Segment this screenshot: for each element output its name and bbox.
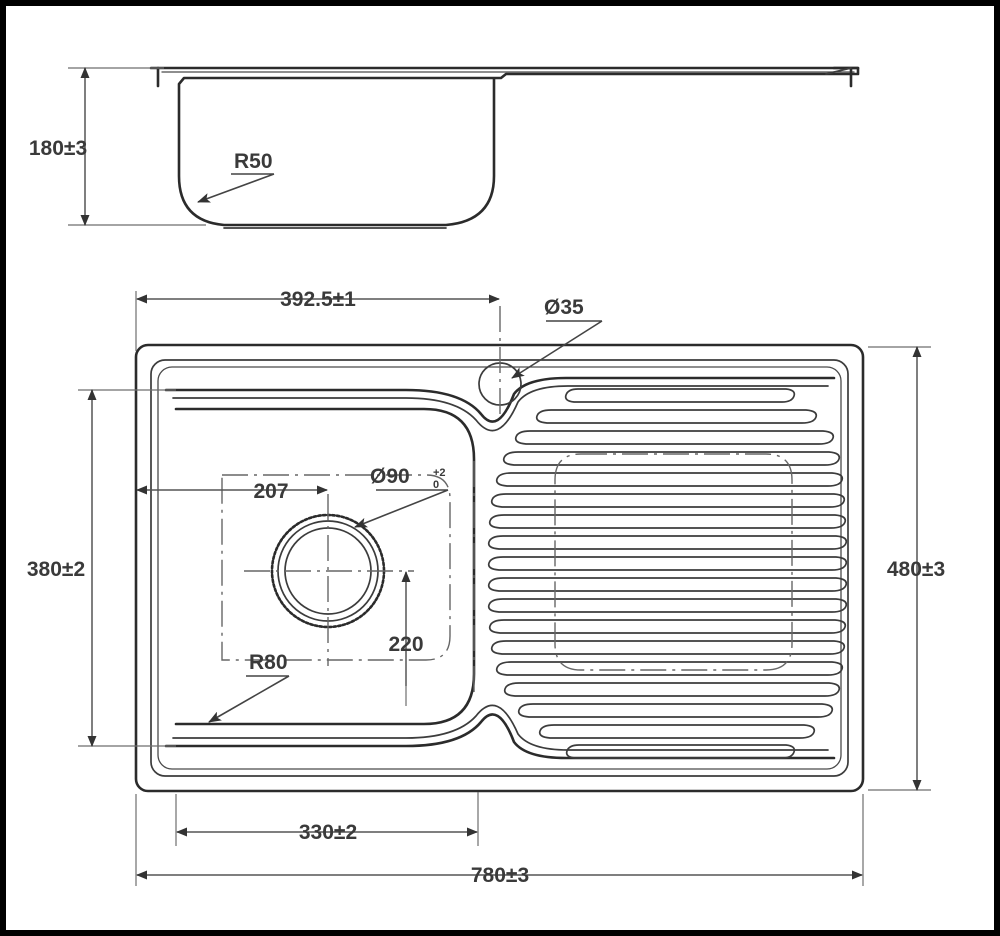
tap-hole-diameter-label: Ø35 (544, 296, 584, 319)
dimension-bowl-height-label: 380±2 (27, 558, 85, 581)
plan-view: 392.5±1 Ø35 380±2 207 Ø90 (27, 288, 945, 887)
leader-tap-hole-d35: Ø35 (512, 296, 603, 378)
plan-outer-frame (134, 343, 865, 793)
radius-r50-label: R50 (234, 150, 273, 173)
section-rim-right (825, 66, 860, 88)
dimension-depth-180: 180±3 (29, 67, 206, 226)
dimension-bowl-width-label: 330±2 (299, 821, 357, 844)
sink-technical-drawing: 180±3 R50 (27, 66, 945, 887)
leader-r80: R80 (209, 651, 290, 722)
dimension-drain-offset-207: 207 (136, 480, 328, 503)
dimension-tap-offset-label: 392.5±1 (280, 288, 356, 311)
drainboard-inner-hidden (554, 453, 793, 671)
plan-bowl-base-hidden (221, 474, 451, 661)
dimension-drain-offset-label: 207 (253, 480, 288, 503)
dimension-overall-width-label: 780±3 (471, 864, 529, 887)
dimension-overall-width-780: 780±3 (135, 794, 864, 887)
dimension-overall-height-480: 480±3 (868, 346, 945, 791)
plan-bowl-drainboard-boundary (164, 376, 836, 760)
drain-diameter-lower-tolerance: 0 (433, 479, 439, 491)
section-rim-left (149, 66, 160, 88)
dimension-bowl-height-380: 380±2 (27, 389, 176, 747)
plan-bowl-cavity (174, 407, 476, 726)
dimension-drain-bottom-label: 220 (388, 633, 423, 656)
leader-r50: R50 (198, 150, 275, 202)
leader-drain-d90: Ø90 +2 0 (355, 465, 449, 527)
dimension-overall-height-label: 480±3 (887, 558, 945, 581)
dimension-tap-offset-392: 392.5±1 (135, 288, 500, 351)
tap-hole (478, 306, 522, 420)
radius-r80-label: R80 (249, 651, 288, 674)
drain-diameter-upper-tolerance: +2 (433, 467, 446, 479)
drain-diameter-label: Ø90 (370, 465, 410, 488)
drain-centerlines (244, 494, 414, 666)
dimension-depth-label: 180±3 (29, 137, 87, 160)
drainboard-ribs (487, 388, 848, 759)
dimension-drain-bottom-220: 220 (388, 571, 424, 706)
section-view: 180±3 R50 (29, 66, 860, 229)
dimension-bowl-width-330: 330±2 (175, 792, 479, 846)
section-bowl-outline (156, 66, 860, 229)
